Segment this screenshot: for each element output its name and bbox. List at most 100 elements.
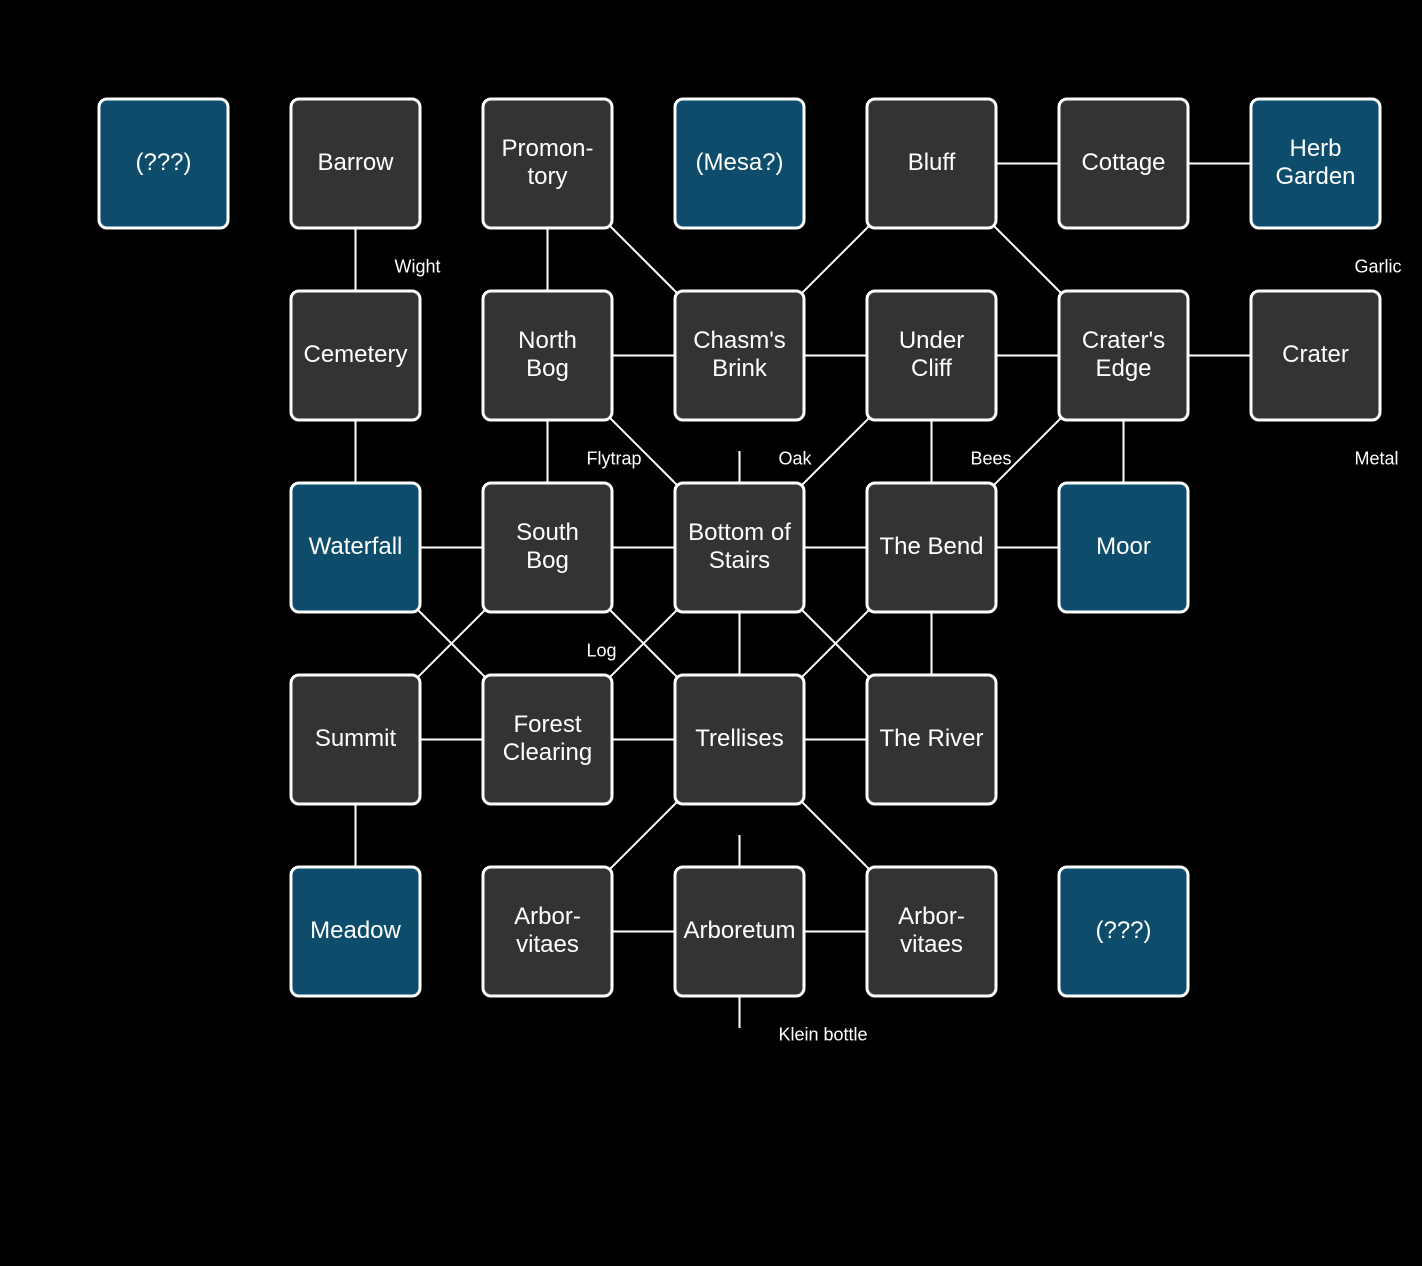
room-box [289,289,422,422]
room-box [289,865,422,998]
item-label: Klein bottle [779,1024,868,1044]
room-the-river[interactable]: The River [865,673,998,806]
room-label: Barrow [317,149,394,176]
item-label: Wight [395,256,441,276]
item-label: Bees [971,448,1012,468]
room-box [1249,97,1382,230]
room-label: Garden [1275,163,1355,190]
item-label: Flytrap [587,448,642,468]
room-label: Edge [1095,355,1151,382]
room-label: Bog [526,355,569,382]
room-box [865,481,998,614]
room-box [289,97,422,230]
room-label: South [516,519,579,546]
room-box [673,289,806,422]
room-arborvitaes-west[interactable]: Arbor-vitaes [481,865,614,998]
room-arboretum[interactable]: Arboretum [673,865,806,998]
room-waterfall[interactable]: Waterfall [289,481,422,614]
room-label: Promon- [501,135,593,162]
room-box [289,673,422,806]
room-trellises[interactable]: Trellises [673,673,806,806]
room-label: Under [899,327,964,354]
room-label: The Bend [879,533,983,560]
room-label: (???) [135,149,191,176]
room-label: Forest [513,711,581,738]
room-barrow[interactable]: Barrow [289,97,422,230]
room-label: Cliff [911,355,952,382]
room-cemetery[interactable]: Cemetery [289,289,422,422]
room-arborvitaes-east[interactable]: Arbor-vitaes [865,865,998,998]
room-box [865,673,998,806]
room-label: Waterfall [309,533,403,560]
room-label: Clearing [503,739,592,766]
room-label: Summit [315,725,397,752]
room-the-bend[interactable]: The Bend [865,481,998,614]
room-box [865,97,998,230]
room-box [481,481,614,614]
rooms-layer: (???) Barrow Promon-tory (Mesa?) Bluff Cottag… [97,97,1382,998]
room-label: tory [527,163,567,190]
room-label: Cottage [1081,149,1165,176]
room-label: Bottom of [688,519,791,546]
room-label: Arboretum [683,917,795,944]
room-label: Arbor- [514,903,581,930]
room-box [481,289,614,422]
room-crater[interactable]: Crater [1249,289,1382,422]
room-label: (Mesa?) [695,149,783,176]
room-box [1057,97,1190,230]
room-box [97,97,230,230]
room-label: Crater's [1082,327,1165,354]
room-box [1057,289,1190,422]
room-box [673,865,806,998]
room-box [481,97,614,230]
room-label: Stairs [709,547,770,574]
item-label: Metal [1355,448,1399,468]
room-label: Chasm's [693,327,786,354]
room-promontory[interactable]: Promon-tory [481,97,614,230]
room-box [1057,865,1190,998]
room-label: Crater [1282,341,1349,368]
room-box [481,673,614,806]
room-box [1057,481,1190,614]
room-box [865,289,998,422]
room-label: vitaes [900,931,963,958]
item-label: Garlic [1355,256,1402,276]
room-label: Brink [712,355,768,382]
room-label: Trellises [695,725,783,752]
item-label: Log [587,640,617,660]
room-label: Cemetery [303,341,407,368]
room-box [865,865,998,998]
room-mesa[interactable]: (Mesa?) [673,97,806,230]
room-box [1249,289,1382,422]
room-label: vitaes [516,931,579,958]
room-meadow[interactable]: Meadow [289,865,422,998]
room-label: Bluff [908,149,956,176]
room-cottage[interactable]: Cottage [1057,97,1190,230]
room-summit[interactable]: Summit [289,673,422,806]
room-box [481,865,614,998]
room-label: Meadow [310,917,401,944]
room-label: Moor [1096,533,1151,560]
room-label: The River [879,725,983,752]
room-unknown-2[interactable]: (???) [1057,865,1190,998]
room-moor[interactable]: Moor [1057,481,1190,614]
room-label: (???) [1095,917,1151,944]
room-label: North [518,327,577,354]
room-unknown-1[interactable]: (???) [97,97,230,230]
room-bluff[interactable]: Bluff [865,97,998,230]
item-label: Oak [779,448,813,468]
room-label: Herb [1289,135,1341,162]
room-box [673,481,806,614]
room-label: Bog [526,547,569,574]
room-box [673,97,806,230]
